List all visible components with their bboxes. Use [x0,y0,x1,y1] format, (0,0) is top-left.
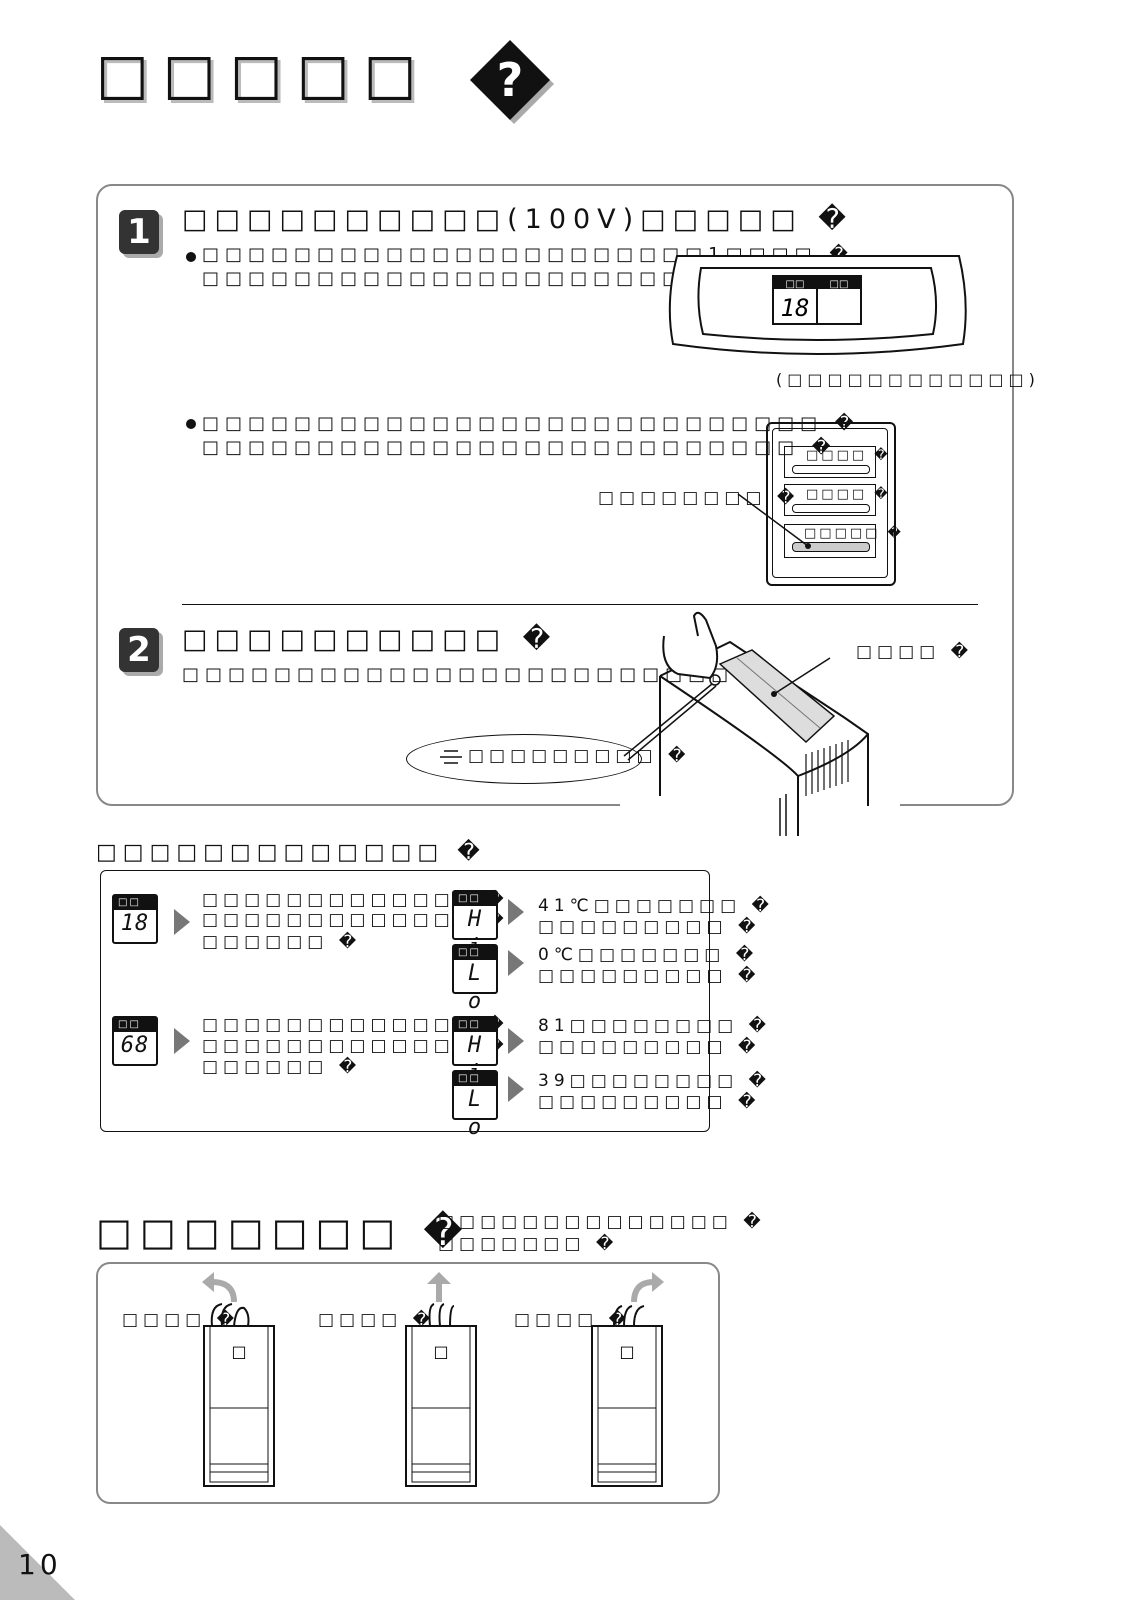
table-text: □□□□□□□□□ � [538,966,761,986]
step2-callout-right: □□□□ � [856,642,974,662]
bullet-dot [186,252,196,262]
table-text: 0℃□□□□□□□ � [538,945,759,965]
page-corner-decoration [0,1525,75,1600]
panel-button-2 [784,484,876,516]
question-diamond-icon: ? [470,40,554,124]
step1-badge: 1 [119,210,159,254]
display-label-right: □□ [830,279,849,290]
dehumidifier-up-illustration: □ [405,1303,477,1487]
airflow-heading: □□□□□□□ � [96,1210,471,1254]
lcd-bar: □□ [454,1072,496,1086]
step1-bullet2-line2: □□□□□□□□□□□□□□□□□□□□□□□□□□ � [202,437,837,458]
table-text: □□□□□□□□□ � [538,1092,761,1112]
table-text: 81□□□□□□□□ � [538,1016,771,1036]
lcd-value: L o [467,1087,483,1140]
airflow-note-line2: □□□□□□□ � [438,1234,619,1254]
dehumidifier-back-illustration: □ [203,1303,275,1487]
display-caption: (□□□□□□□□□□□□) [776,370,1040,389]
lcd-value: L o [467,961,483,1014]
arrow-right-icon [174,1028,190,1054]
display-label-left: □□ [786,279,805,290]
arrow-forward-icon [631,1272,664,1303]
lcd-bar: □□ [114,1018,156,1032]
lcd-bar: □□ [454,946,496,960]
panel-button-1 [784,446,876,478]
table-text: □□□□□□ � [202,932,362,952]
arrow-right-icon [508,1076,524,1102]
arrow-right-icon [508,950,524,976]
lcd-icon: □□ H i [452,1016,498,1086]
display-table-box [100,870,710,1132]
button-panel-illustration [766,422,896,586]
display-table-heading: □□□□□□□□□□□□□ � [96,840,486,865]
panel-button-1-label: □□□□ � [806,448,891,463]
arrow-right-icon [174,909,190,935]
question-mark: ? [497,53,524,107]
panel-button-3 [784,524,876,558]
unit-mark: □ [619,1342,634,1361]
airflow-note-line1: □□□□□□□□□□□□□□ � [438,1212,766,1232]
step2-callout-oval-label: □□□□□□□□□ � [468,746,691,766]
panel-button-3-label: □□□□□ � [804,526,904,541]
arrow-back-icon [202,1272,237,1303]
step1-heading: □□□□□□□□□□(100V)□□□□□ � [182,204,853,235]
control-display-illustration: □□ □□ 18 [668,255,967,355]
unit-top-illustration [620,611,900,838]
table-text: 39□□□□□□□□ � [538,1071,771,1091]
arrow-right-icon [508,1028,524,1054]
table-text: □□□□□□□□□ � [538,917,761,937]
lcd-icon: □□ 68 [112,1016,158,1066]
page-number: 10 [18,1548,62,1581]
bullet-dot [186,419,196,429]
table-text: □□□□□□ � [202,1057,362,1077]
panel-button-2-bar [792,504,870,513]
lcd-icon: □□ L o [452,1070,498,1140]
step2-callout-oval [406,734,642,784]
unit-mark: □ [231,1342,246,1361]
lcd-bar: □□ [454,1018,496,1032]
lcd-icon: □□ H i [452,890,498,960]
panel-callout-label: □□□□□□□□ � [598,488,800,508]
unit-mark: □ [433,1342,448,1361]
table-text: □□□□□□□□□ � [538,1037,761,1057]
arrow-right-icon [508,899,524,925]
step2-heading: □□□□□□□□□□ � [182,624,558,655]
arrow-up-icon [427,1272,451,1302]
dehumidifier-forward-illustration: □ [591,1305,663,1487]
lcd-icon: □□ 18 [112,894,158,944]
panel-callout-line [737,493,811,549]
page-title: □□□□□ [96,42,431,107]
lcd-icon: □□ L o [452,944,498,1014]
display-value: 18 [781,294,810,322]
step1-bullet2-line1: □□□□□□□□□□□□□□□□□□□□□□□□□□□ � [202,413,860,434]
step-divider [182,604,978,605]
lcd-bar: □□ [454,892,496,906]
panel-button-1-bar [792,465,870,474]
button-panel-inner [772,428,888,578]
lcd-value: 68 [120,1033,150,1058]
panel-button-3-bar [792,542,870,552]
lcd-bar: □□ [114,896,156,910]
table-text: 41℃□□□□□□□ � [538,896,774,916]
air-vent-icon [440,750,462,764]
lcd-value: 18 [120,911,150,936]
step2-badge: 2 [119,628,159,672]
panel-button-2-label: □□□□ � [806,487,891,502]
